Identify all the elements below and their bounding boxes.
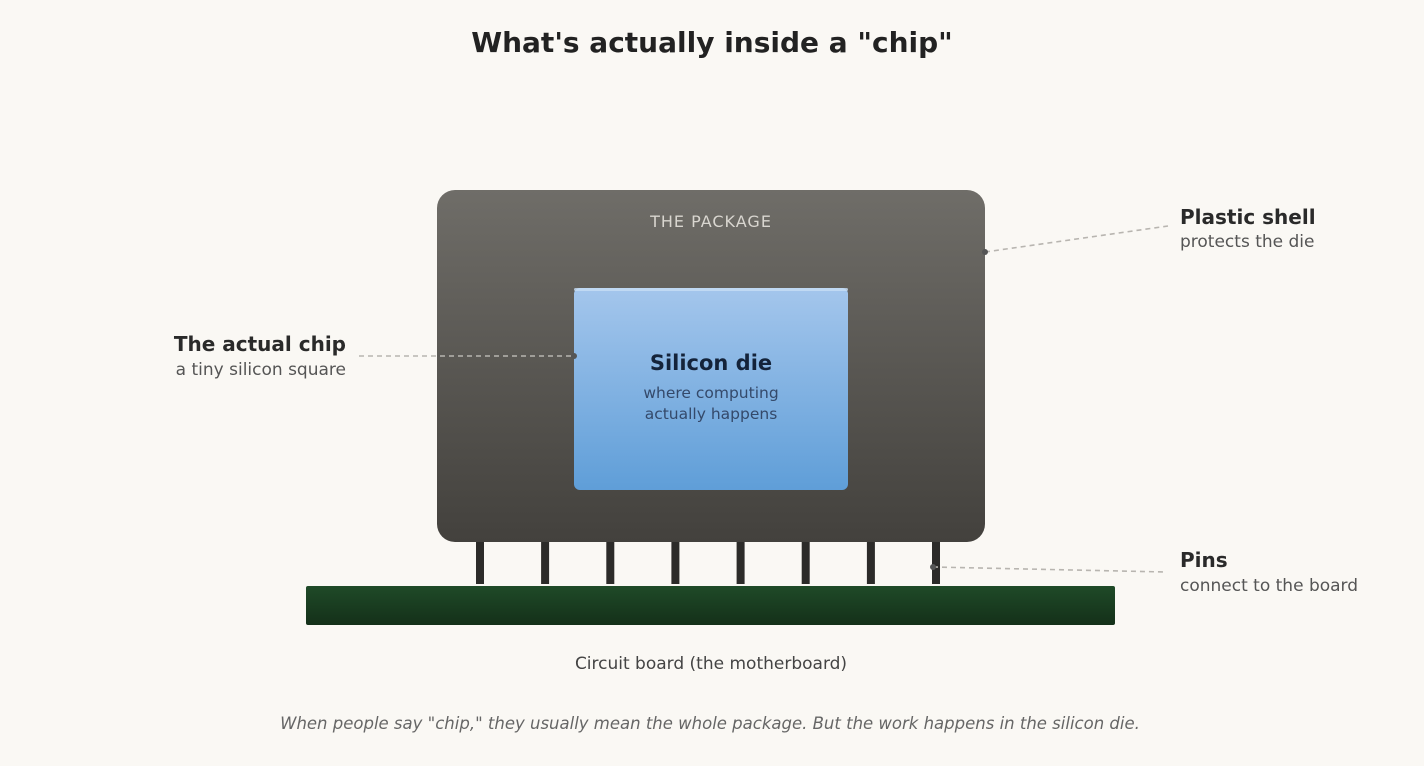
pins-callout-dot — [930, 564, 936, 570]
pin — [671, 538, 680, 584]
pin — [866, 538, 875, 584]
die-title: Silicon die — [650, 351, 772, 375]
pins-callout-subtitle: connect to the board — [1180, 576, 1358, 596]
pin — [476, 538, 484, 584]
pins-group — [476, 538, 940, 584]
silicon-die-highlight — [574, 288, 848, 291]
shell-callout-dot — [982, 249, 988, 255]
shell-callout-leader — [984, 225, 1169, 253]
pin — [736, 538, 745, 584]
package-label: THE PACKAGE — [649, 212, 772, 231]
circuit-board — [306, 586, 1115, 625]
pins-callout-leader — [932, 566, 1167, 573]
shell-callout-subtitle: protects the die — [1180, 232, 1314, 252]
chip-callout-dot — [571, 353, 577, 359]
pin — [801, 538, 810, 584]
die-subtitle-line2: actually happens — [645, 405, 778, 423]
pins-callout-title: Pins — [1180, 548, 1228, 572]
pin — [541, 538, 550, 584]
chip-callout-title: The actual chip — [174, 332, 346, 356]
diagram-title: What's actually inside a "chip" — [471, 26, 953, 59]
silicon-die — [574, 288, 848, 490]
chip-callout-subtitle: a tiny silicon square — [176, 360, 346, 380]
die-subtitle-line1: where computing — [643, 384, 778, 402]
pin — [606, 538, 615, 584]
circuit-board-label: Circuit board (the motherboard) — [575, 654, 847, 674]
shell-callout-title: Plastic shell — [1180, 205, 1316, 229]
pin — [932, 538, 940, 584]
diagram-caption: When people say "chip," they usually mea… — [280, 714, 1140, 733]
